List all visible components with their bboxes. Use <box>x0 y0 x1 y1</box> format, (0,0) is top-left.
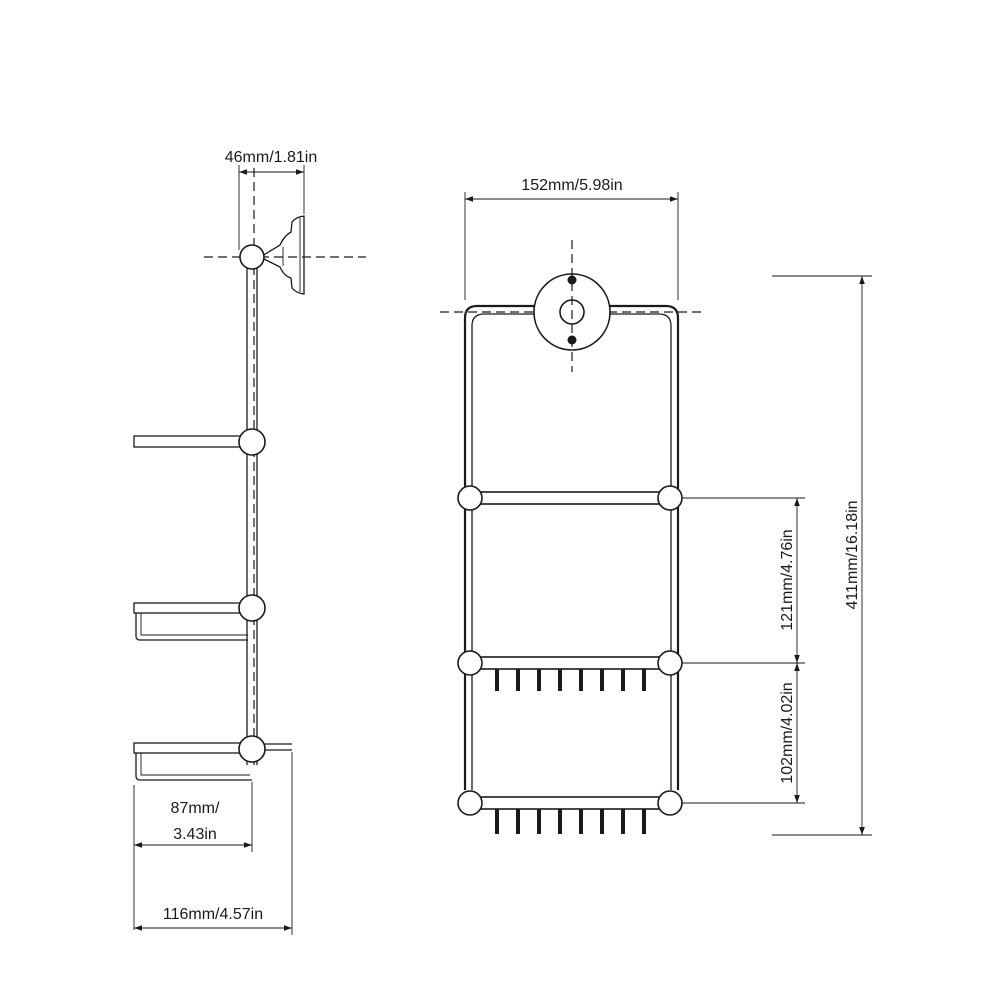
basket-peg <box>600 809 604 834</box>
side-support-pole <box>246 258 258 765</box>
label-spacing-lower: 102mm/4.02in <box>779 682 796 783</box>
label-total-height: 411mm/16.18in <box>844 500 861 609</box>
label-mount-depth: 46mm/1.81in <box>225 149 318 166</box>
front-frame-inner <box>471 313 672 790</box>
label-overall-depth: 116mm/4.57in <box>163 906 263 923</box>
side-view: 46mm/1.81in 87mm/ 3.43in 116mm/4.57in <box>133 149 366 935</box>
front-middle-bar <box>457 650 683 676</box>
front-lower-bar <box>457 790 683 816</box>
side-lower-basket <box>133 735 292 781</box>
basket-peg <box>621 809 625 834</box>
label-top-width: 152mm/5.98in <box>521 177 622 194</box>
dim-total-height: 411mm/16.18in <box>772 275 872 836</box>
basket-peg <box>495 809 499 834</box>
front-view: 152mm/5.98in 411mm/16.18in 121mm/4.76in … <box>440 177 872 836</box>
label-spacing-upper: 121mm/4.76in <box>779 529 796 630</box>
dim-overall-depth: 116mm/4.57in <box>134 752 293 935</box>
basket-peg <box>642 809 646 834</box>
basket-peg <box>600 669 604 691</box>
front-wall-flange <box>533 240 611 372</box>
dim-spacing-lower: 102mm/4.02in <box>682 663 805 804</box>
wall-mount-bracket <box>261 215 305 295</box>
label-basket-depth-1: 87mm/ <box>171 800 220 817</box>
basket-peg <box>537 669 541 691</box>
front-upper-bar <box>457 485 683 511</box>
basket-peg <box>558 809 562 834</box>
side-top-joint <box>239 244 265 270</box>
basket-peg <box>621 669 625 691</box>
basket-peg <box>516 669 520 691</box>
basket-peg <box>579 809 583 834</box>
basket-peg <box>495 669 499 691</box>
label-basket-depth-2: 3.43in <box>173 826 217 843</box>
basket-peg <box>642 669 646 691</box>
basket-peg <box>537 809 541 834</box>
side-middle-basket <box>133 594 266 641</box>
dim-mount-depth: 46mm/1.81in <box>225 149 318 250</box>
dim-spacing-upper: 121mm/4.76in <box>682 497 805 664</box>
basket-peg <box>579 669 583 691</box>
side-lower-joint <box>238 735 266 763</box>
front-frame-outer <box>463 304 680 790</box>
basket-peg <box>516 809 520 834</box>
dim-top-width: 152mm/5.98in <box>464 177 679 300</box>
side-middle-joint <box>238 594 266 622</box>
basket-peg <box>558 669 562 691</box>
front-lower-pegs <box>495 809 646 834</box>
dim-basket-depth: 87mm/ 3.43in <box>133 782 253 930</box>
side-upper-joint <box>238 428 266 456</box>
side-upper-shelf <box>133 428 266 456</box>
front-middle-pegs <box>495 669 646 691</box>
